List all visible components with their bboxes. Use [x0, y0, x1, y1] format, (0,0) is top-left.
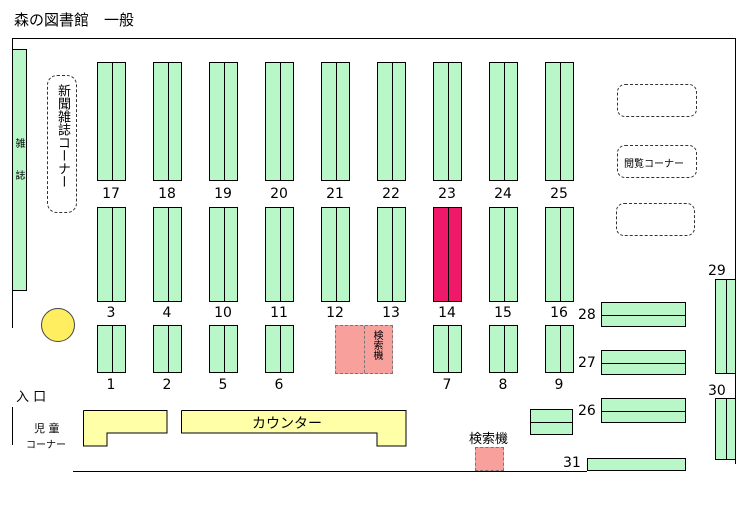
shelf-number: 4	[162, 305, 172, 321]
shelf-5[interactable]	[209, 325, 238, 373]
shelf-1[interactable]	[97, 325, 126, 373]
reading-table-1[interactable]	[617, 84, 697, 117]
shelf-unnumbered[interactable]	[530, 409, 573, 435]
shelf-number: 25	[550, 186, 568, 202]
children-corner-label-1: 児 童	[34, 422, 60, 435]
kiosk-divider	[364, 326, 365, 373]
shelf-number: 18	[158, 186, 176, 202]
shelf-19[interactable]	[209, 62, 238, 181]
shelf-3[interactable]	[97, 207, 126, 302]
shelf-number: 23	[438, 186, 456, 202]
shelf-23[interactable]	[433, 62, 462, 181]
magazine-label: 雑誌	[13, 138, 24, 202]
shelf-number: 11	[270, 305, 288, 321]
shelf-21[interactable]	[321, 62, 350, 181]
shelf-number: 21	[326, 186, 344, 202]
shelf-31[interactable]	[587, 458, 686, 471]
shelf-number: 20	[270, 186, 288, 202]
shelf-30[interactable]	[715, 398, 736, 460]
reading-table-2[interactable]	[616, 203, 695, 236]
shelf-number: 13	[382, 305, 400, 321]
shelf-15[interactable]	[489, 207, 518, 302]
wall-top	[12, 38, 736, 39]
map-title: 森の図書館 一般	[14, 11, 135, 29]
shelf-17[interactable]	[97, 62, 126, 181]
shelf-number: 24	[494, 186, 512, 202]
shelf-16[interactable]	[545, 207, 574, 302]
wall-left-lower	[12, 407, 13, 445]
search-kiosk-label: 検索機	[469, 432, 509, 447]
reading-corner-label: 閲覧コーナー	[624, 159, 684, 170]
shelf-number: 7	[442, 377, 452, 393]
newspaper-corner-label: 新聞雑誌コーナー	[55, 84, 70, 188]
shelf-13[interactable]	[377, 207, 406, 302]
shelf-number: 5	[218, 377, 228, 393]
shelf-20[interactable]	[265, 62, 294, 181]
shelf-6[interactable]	[265, 325, 294, 373]
search-kiosk-text: 検索機	[371, 330, 382, 360]
shelf-number: 31	[563, 455, 581, 471]
search-kiosk-2[interactable]	[475, 447, 504, 471]
shelf-24[interactable]	[489, 62, 518, 181]
shelf-18[interactable]	[153, 62, 182, 181]
shelf-number: 22	[382, 186, 400, 202]
shelf-number: 17	[102, 186, 120, 202]
shelf-22[interactable]	[377, 62, 406, 181]
shelf-number: 15	[494, 305, 512, 321]
children-corner-label-2: コーナー	[26, 440, 66, 451]
shelf-number: 2	[162, 377, 172, 393]
shelf-number: 19	[214, 186, 232, 202]
shelf-28[interactable]	[601, 302, 686, 327]
shelf-4[interactable]	[153, 207, 182, 302]
newspaper-corner[interactable]: 新聞雑誌コーナー	[47, 75, 77, 213]
shelf-number: 1	[106, 377, 116, 393]
shelf-2[interactable]	[153, 325, 182, 373]
shelf-14-highlighted[interactable]	[433, 207, 462, 302]
shelf-25[interactable]	[545, 62, 574, 181]
counter-main-outline	[181, 410, 407, 447]
shelf-number: 16	[550, 305, 568, 321]
shelf-10[interactable]	[209, 207, 238, 302]
magazine-shelf[interactable]: 雑誌	[12, 49, 27, 291]
pillar	[41, 308, 75, 342]
shelf-number: 28	[578, 307, 596, 323]
shelf-number: 3	[106, 305, 116, 321]
shelf-27[interactable]	[601, 350, 686, 375]
counter-label: カウンター	[252, 416, 322, 432]
shelf-number: 29	[708, 263, 726, 279]
shelf-9[interactable]	[545, 325, 574, 373]
shelf-number: 8	[498, 377, 508, 393]
entrance-label: 入 口	[16, 390, 47, 405]
wall-bottom	[73, 471, 587, 472]
shelf-number: 12	[326, 305, 344, 321]
shelf-26[interactable]	[601, 398, 686, 423]
shelf-number: 30	[708, 383, 726, 399]
wall-right	[735, 38, 736, 464]
shelf-number: 27	[578, 355, 596, 371]
counter-left-outline	[83, 410, 168, 447]
shelf-number: 9	[554, 377, 564, 393]
shelf-11[interactable]	[265, 207, 294, 302]
shelf-29[interactable]	[715, 279, 736, 374]
reading-corner[interactable]: 閲覧コーナー	[617, 145, 697, 178]
shelf-7[interactable]	[433, 325, 462, 373]
shelf-12[interactable]	[321, 207, 350, 302]
shelf-number: 14	[438, 305, 456, 321]
shelf-8[interactable]	[489, 325, 518, 373]
shelf-number: 6	[274, 377, 284, 393]
shelf-number: 26	[578, 403, 596, 419]
shelf-number: 10	[214, 305, 232, 321]
search-kiosk[interactable]: 検索機	[335, 325, 393, 374]
